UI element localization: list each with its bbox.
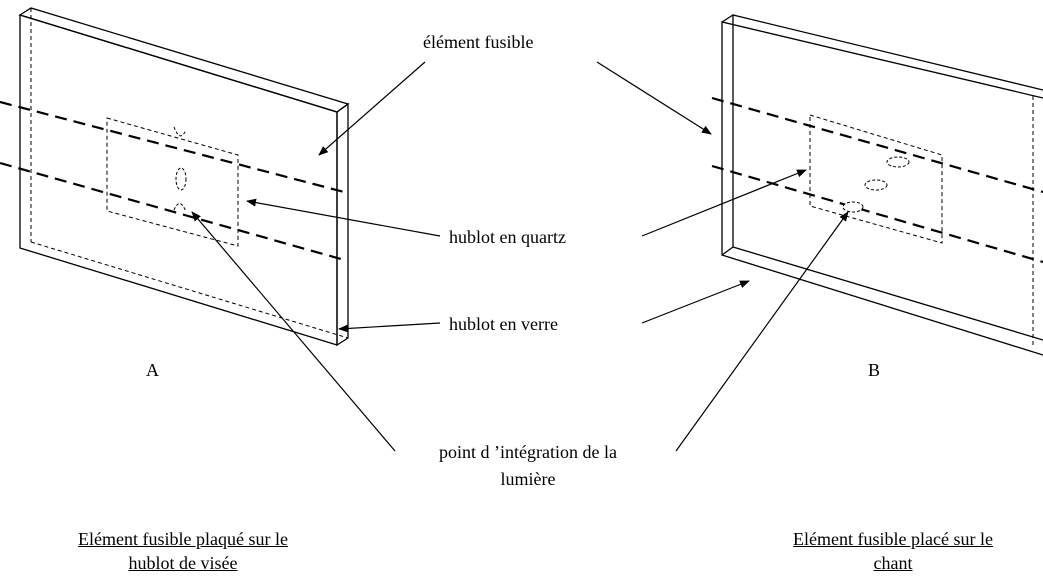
arrow-verre-b: [641, 280, 750, 324]
label-hublot-quartz: hublot en quartz: [449, 227, 566, 247]
label-hublot-verre: hublot en verre: [449, 314, 558, 334]
caption-a-line2: hublot de visée: [128, 553, 238, 573]
arrow-quartz-b: [641, 169, 807, 237]
panel-a-tracks: [0, 100, 349, 263]
panel-b-glass-pane: [721, 14, 1043, 356]
panel-b-drawing: [711, 14, 1043, 356]
caption-a-line1: Elément fusible plaqué sur le: [78, 529, 288, 549]
panel-b-tracks: [711, 96, 1043, 264]
caption-b-line2: chant: [873, 553, 913, 573]
panel-a-quartz-window: [106, 117, 239, 247]
panel-a-drawing: [0, 7, 350, 347]
panel-b-fusible-element: [842, 156, 910, 213]
arrow-element-fusible-a: [318, 61, 426, 156]
label-element-fusible: élément fusible: [423, 32, 534, 52]
arrow-quartz-a: [246, 198, 441, 237]
label-panel-a: A: [146, 360, 159, 380]
arrow-verre-a: [338, 322, 441, 333]
arrow-point-integration-a: [191, 211, 396, 452]
arrow-point-integration-b: [675, 211, 849, 452]
panel-a-hidden-edges: [30, 8, 349, 339]
label-panel-b: B: [868, 360, 881, 380]
label-point-integration-line2: lumière: [500, 469, 556, 489]
arrow-element-fusible-b: [596, 61, 712, 135]
panel-a-fusible-element: [173, 126, 187, 213]
caption-b-line1: Elément fusible placé sur le: [793, 529, 993, 549]
label-point-integration-line1: point d ’intégration de la: [439, 442, 617, 462]
panel-b-quartz-window: [809, 114, 943, 244]
callout-arrows: [191, 61, 849, 452]
